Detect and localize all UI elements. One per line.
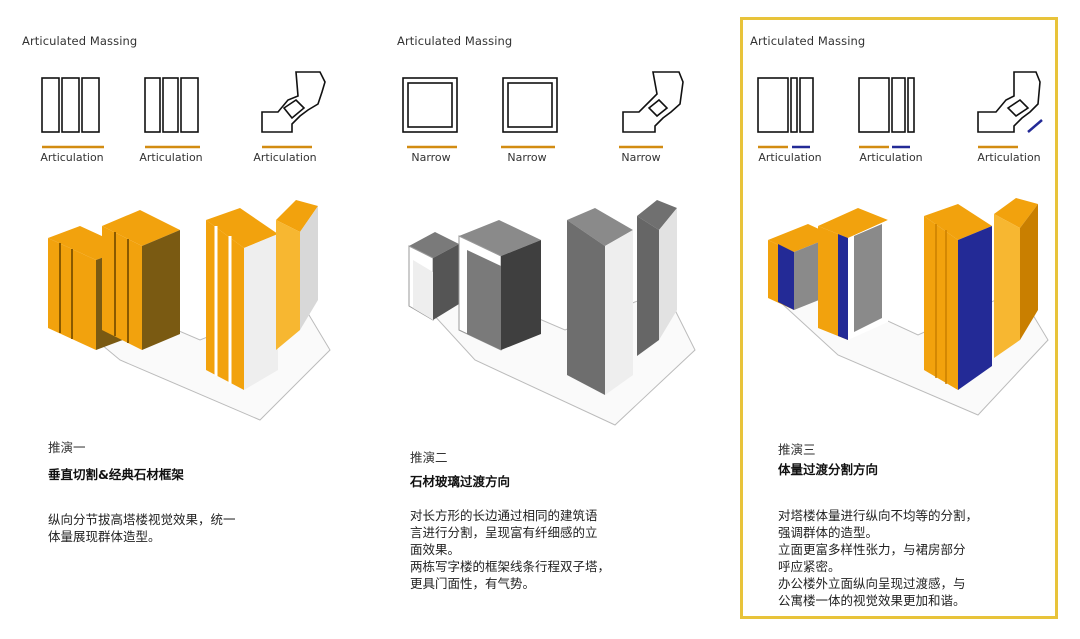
panel-option-1: Articulated Massing Articulation Articul… (0, 0, 360, 639)
description-line: 立面更富多样性张力，与裙房部分 (778, 542, 966, 557)
plan-inner (407, 82, 453, 128)
plan-label: Articulation (859, 151, 923, 164)
plan-block (757, 77, 789, 133)
option-description: 对塔楼体量进行纵向不均等的分割， 强调群体的造型。 立面更富多样性张力，与裙房部… (778, 507, 1048, 609)
description-line: 更具门面性，有气势。 (410, 576, 536, 591)
plan-strip (180, 77, 199, 133)
massing-model (48, 200, 331, 421)
tower-middle (818, 208, 888, 340)
plan-strip (799, 77, 814, 133)
tower-right (206, 200, 318, 390)
description-line: 面效果。 (410, 542, 461, 557)
description-line: 公寓楼一体的视觉效果更加和谐。 (778, 593, 966, 608)
panel-option-3: Articulated Massing Articulation Articul… (738, 0, 1080, 639)
plan-strip (41, 77, 60, 133)
plan-block (858, 77, 890, 133)
tower-right (567, 200, 677, 395)
massing-model (768, 198, 1049, 416)
plan-square (402, 77, 458, 133)
plan-label: Narrow (411, 151, 451, 164)
panel-heading: Articulated Massing (750, 34, 866, 48)
option-description: 对长方形的长边通过相同的建筑语 言进行分割，呈现富有纤细感的立 面效果。 两栋写… (410, 507, 670, 592)
description-line: 两栋写字楼的框架线条行程双子塔， (410, 559, 611, 574)
selected-option-frame (740, 17, 1058, 619)
plan-diagrams (41, 71, 326, 149)
plan-articulation (647, 98, 669, 118)
plan-strip (891, 77, 906, 133)
option-description: 纵向分节拔高塔楼视觉效果，统一 体量展现群体造型。 (48, 511, 298, 545)
description-line: 呼应紧密。 (778, 559, 841, 574)
option-title: 石材玻璃过渡方向 (410, 474, 511, 489)
tower-right (924, 198, 1038, 390)
plan-label: Articulation (977, 151, 1041, 164)
panel-option-2: Articulated Massing Narrow Narrow Narrow (375, 0, 725, 639)
plan-strip (81, 77, 100, 133)
plan-inner (507, 82, 553, 128)
plan-label: Articulation (253, 151, 317, 164)
description-line: 对塔楼体量进行纵向不均等的分割， (778, 508, 979, 523)
plan-articulation (1006, 98, 1030, 118)
option-title: 垂直切割&经典石材框架 (48, 467, 184, 482)
tower-middle (102, 210, 180, 350)
plan-square (502, 77, 558, 133)
description-line: 体量展现群体造型。 (48, 529, 161, 544)
plan-lshape (622, 71, 684, 133)
option-number: 推演三 (778, 442, 816, 457)
panel-heading: Articulated Massing (22, 34, 138, 48)
plan-label: Articulation (139, 151, 203, 164)
tower-middle (458, 220, 541, 351)
description-line: 强调群体的造型。 (778, 525, 879, 540)
option-number: 推演一 (48, 440, 86, 455)
plan-label: Narrow (621, 151, 661, 164)
option-number: 推演二 (410, 450, 448, 465)
plan-label: Articulation (758, 151, 822, 164)
plan-diagrams (402, 71, 684, 149)
plan-label: Narrow (507, 151, 547, 164)
description-line: 办公楼外立面纵向呈现过渡感，与 (778, 576, 966, 591)
plan-strip (907, 77, 915, 133)
plan-lshape (977, 71, 1041, 133)
plan-strip (162, 77, 179, 133)
description-line: 对长方形的长边通过相同的建筑语 (410, 508, 598, 523)
plan-label: Articulation (40, 151, 104, 164)
massing-model (408, 200, 696, 426)
plan-strip (144, 77, 161, 133)
articulation-arrows (758, 119, 1043, 149)
tower-left (408, 232, 459, 321)
panel-heading: Articulated Massing (397, 34, 513, 48)
description-line: 言进行分割，呈现富有纤细感的立 (410, 525, 598, 540)
plan-diagrams (757, 71, 1043, 149)
plan-strip (61, 77, 80, 133)
option-title: 体量过渡分割方向 (778, 462, 879, 477)
plan-strip (790, 77, 798, 133)
description-line: 纵向分节拔高塔楼视觉效果，统一 (48, 512, 236, 527)
plan-articulation (282, 98, 306, 120)
